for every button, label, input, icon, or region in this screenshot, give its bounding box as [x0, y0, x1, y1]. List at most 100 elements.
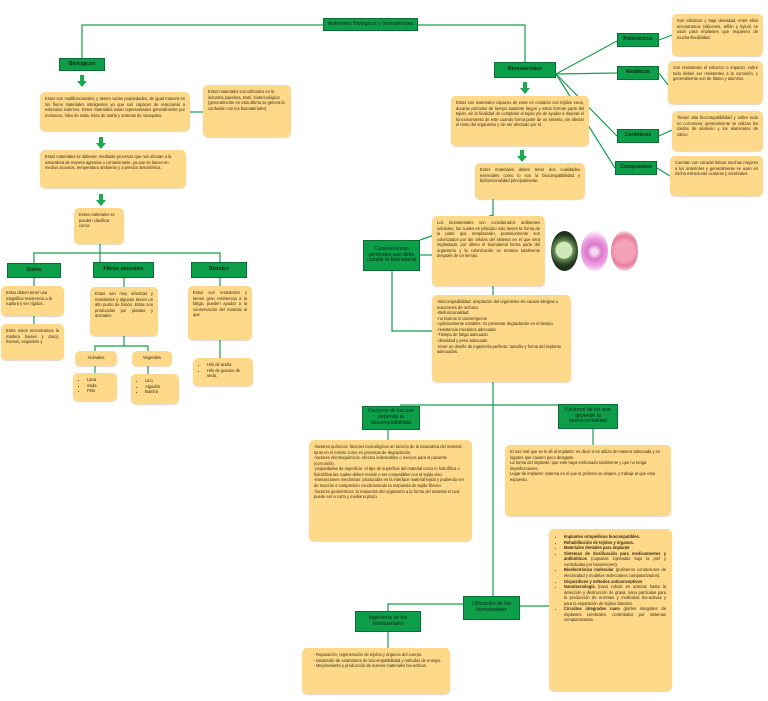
cualidades-text: Estos materiales deben tener dos cualida…	[480, 167, 580, 184]
factores-biocompatibilidad-list: -factores químicos: factores toxicológic…	[309, 440, 472, 541]
list-item: -factores químicos: factores toxicológic…	[314, 444, 463, 455]
list-item: -densidad y peso adecuado	[437, 337, 488, 343]
polimericos-node: Poliméricos	[617, 33, 659, 47]
compuestos-description: Cuentan con características muchas mejor…	[670, 156, 763, 196]
arrow-down-icon	[96, 137, 106, 149]
blandos-list: Hilo de araña Hilo de gusano de seda.	[193, 358, 253, 386]
petri-dish-image	[551, 231, 578, 271]
utilizacion-node: Utilización de los biomateriales	[463, 596, 520, 620]
list-item: Rehabilitación de tejidos y órganos.	[564, 540, 666, 546]
biologicos-process-text: Estos materiales se obtienen mediante pr…	[45, 154, 172, 171]
duros-examples-text: Entre estos encontramos la madera (suave…	[6, 328, 59, 345]
blandos-description-text: Estos son resistentes y tienen gran resi…	[193, 290, 247, 318]
list-item: Lana	[87, 377, 112, 383]
list-item: Seda	[87, 383, 112, 389]
biologicos-process: Estos materiales se obtienen mediante pr…	[40, 150, 186, 188]
caracteristicas-list: -Biocompatibilidad: aceptación del organ…	[432, 295, 571, 382]
list-item-bold: Implantes ortopédicos biocompatibles.	[564, 534, 640, 539]
biologicos-description: Estos son multifuncionales; y tienen var…	[40, 92, 190, 131]
list-item: Bioelectrónica molecular (polímeros cond…	[564, 567, 666, 578]
list-item: -Biocompatibilidad: aceptación del organ…	[437, 299, 559, 310]
list-item: Mejoramiento y producción de nuevos mate…	[316, 663, 445, 669]
list-item-text: (polímeros conductores de electricidad y…	[564, 567, 667, 578]
list-item: -químicamente estables: no presentar deg…	[437, 321, 554, 327]
list-item: Reparación, regeneración de tejidos y ór…	[316, 652, 445, 658]
duros-examples: Entre estos encontramos la madera (suave…	[1, 324, 64, 360]
arrow-down-icon	[517, 150, 527, 162]
arrow-down-icon	[520, 82, 530, 94]
metalicos-text: Son resistentes al esfuerzo e impacto, s…	[673, 65, 758, 82]
list-item: -factores electroquímicos: efectos indes…	[314, 455, 447, 466]
blandos-node: Blandos	[191, 262, 247, 278]
biologicos-uses: Estos materiales son utilizados en la in…	[203, 85, 291, 137]
polimericos-description: Son elásticos y baja densidad, entre ell…	[672, 14, 763, 56]
list-item: -factores geométricos: la respuesta del …	[314, 488, 460, 500]
vegetales-title: Vegetales	[143, 355, 161, 360]
list-item: -resistencia mecánica adecuada	[437, 326, 496, 332]
list-item-text: (partes integrales de implantes cerebral…	[564, 606, 666, 623]
root-title: Materiales Biológicos y biomateriales	[323, 18, 418, 31]
list-item: Nanotecnología (nano robots en arterias …	[564, 584, 666, 606]
list-item-bold: Nanotecnología	[564, 584, 595, 590]
fibras-description-text: Estas son muy elásticas y resistentes y …	[95, 291, 153, 319]
utilizacion-list: Implantes ortopédicos biocompatibles. Re…	[549, 529, 672, 691]
biomateriales-description-text: Estos son materiales capaces de estar en…	[456, 100, 584, 128]
duros-description: Estos deben tener una magnifica resisten…	[1, 286, 64, 316]
list-item-bold: Circuitos integrados nano	[564, 606, 620, 612]
biologicos-uses-text: Estos materiales son utilizados en la in…	[208, 89, 285, 111]
animales-title: Animales	[87, 355, 105, 360]
factores-biofuncionalidad-node: Factores de los que depende la biofuncio…	[558, 404, 618, 429]
duros-node: Duros	[7, 263, 61, 278]
list-item: Pelo	[87, 388, 112, 394]
metalicos-node: Metálicos	[617, 66, 659, 80]
list-item: Lino	[145, 378, 174, 384]
list-item-text: (capsulas injertadas bajo la piel y cont…	[564, 556, 666, 567]
fibras-description: Estas son muy elásticas y resistentes y …	[90, 287, 158, 336]
polimericos-text: Son elásticos y baja densidad, entre ell…	[677, 18, 758, 40]
biologicos-description-text: Estos son multifuncionales; y tienen var…	[45, 96, 185, 118]
biomateriales-description: Estos son materiales capaces de estar en…	[451, 96, 589, 146]
tissue-image	[581, 231, 608, 271]
cualidades: Estos materiales deben tener dos cualida…	[475, 163, 585, 199]
ingenieria-list: Reparación, regeneración de tejidos y ór…	[302, 648, 450, 694]
list-item-bold: Rehabilitación de tejidos y órganos.	[564, 539, 635, 545]
biomateriales-node: Biomateriales	[494, 62, 556, 78]
list-item: -tener un diseño de ingeniería perfecto:…	[437, 343, 562, 355]
arrow-down-icon	[96, 194, 106, 206]
list-item-bold: Dispositivos y métodos anticonceptivos	[564, 578, 643, 584]
list-item-bold: Materiales dentales para implante	[564, 545, 630, 551]
list-item: Hilo de araña	[207, 362, 248, 368]
ceramicos-description: Tienen alta biocompatibilidad y sobre to…	[672, 111, 763, 151]
compuestos-node: Compuestos	[615, 161, 657, 175]
compuestos-text: Cuentan con características muchas mejor…	[675, 160, 758, 177]
list-item: -Biofuncionalidad	[437, 310, 469, 316]
metalicos-description: Son resistentes al esfuerzo e impacto, s…	[668, 61, 763, 104]
list-item: -no tóxicos ni cancerígenos	[437, 315, 487, 321]
list-item: Circuitos integrados nano (partes integr…	[564, 606, 666, 623]
animales-list: Lana Seda Pelo	[73, 373, 117, 401]
factores-biocompatibilidad-node: Factores de los que depende la biocompat…	[362, 406, 420, 430]
vegetales-list: Lino Algodón Bambú	[131, 374, 179, 404]
vegetales-node: Vegetales	[132, 351, 172, 366]
caracteristicas-node: Características generales que debe cumpl…	[363, 240, 420, 271]
blandos-description: Estos son resistentes y tienen gran resi…	[188, 286, 252, 340]
list-item: Dispositivos y métodos anticonceptivos	[564, 579, 666, 585]
list-item: -propiedades de superficie: el tipo de s…	[314, 466, 460, 477]
caracteristicas-description-text: Los biomateriales son considerados ambie…	[437, 220, 540, 259]
list-item: Bambú	[145, 389, 174, 395]
list-item: Materiales dentales para implante	[564, 545, 666, 551]
list-item-bold: Sistemas de dosificación para medicament…	[564, 550, 666, 562]
list-item-text: (nano robots en arterias hasta la detecc…	[564, 584, 666, 606]
arrow-down-icon	[77, 75, 87, 87]
ingenieria-node: Ingeniería de los biomateriales	[355, 611, 421, 632]
ceramicos-node: Cerámicos	[617, 129, 659, 143]
animales-node: Animales	[75, 351, 117, 366]
list-item: Lugar de implante: sistema en el que la …	[510, 471, 655, 482]
biologicos-classify: Estos materiales se pueden clasificar co…	[74, 208, 124, 244]
list-item: -Tiempo de fatiga adecuado	[437, 332, 488, 338]
list-item: Algodón	[145, 384, 174, 390]
list-item-bold: Bioelectrónica molecular	[564, 567, 614, 573]
biologicos-classify-text: Estos materiales se pueden clasificar co…	[79, 212, 115, 229]
duros-description-text: Estos deben tener una magnifica resisten…	[6, 290, 52, 307]
